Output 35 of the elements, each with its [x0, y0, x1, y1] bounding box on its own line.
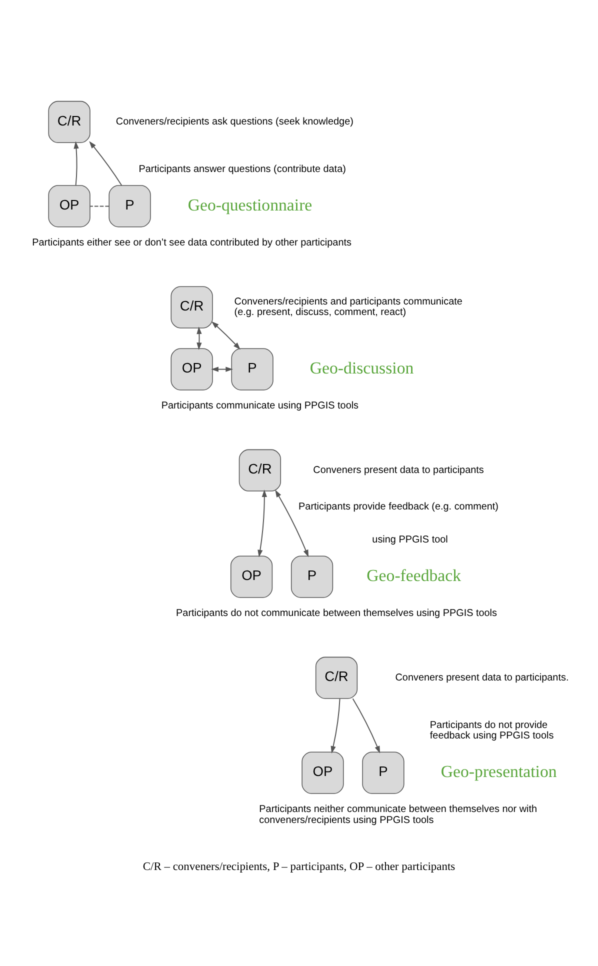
node-box: P — [362, 752, 404, 794]
arrow — [275, 490, 309, 558]
node-box: P — [290, 556, 334, 598]
arrow — [196, 326, 202, 350]
node-box: OP — [302, 752, 344, 794]
node-box: P — [108, 185, 151, 228]
arrow — [89, 141, 122, 186]
arrow — [211, 321, 240, 350]
node-box: P — [231, 348, 274, 390]
arrow — [258, 490, 267, 558]
node-box: C/R — [170, 286, 213, 328]
caption: C/R – conveners/recipients, P – participants, OP – other participants — [142, 861, 456, 874]
node-box: C/R — [315, 656, 358, 699]
label: Conveners present data to participants. — [395, 672, 569, 684]
arrow — [352, 698, 380, 754]
node-box: C/R — [238, 449, 281, 492]
arrow — [211, 366, 234, 372]
label: Participants communicate using PPGIS tools — [161, 400, 359, 412]
label: using PPGIS tool — [372, 534, 448, 546]
connector — [90, 206, 110, 207]
node-box: OP — [170, 348, 213, 390]
node-box: OP — [230, 556, 273, 598]
label: Conveners/recipients and participants communicate (e.g. present, discuss, comment, react) — [234, 296, 462, 318]
label: Geo-feedback — [366, 566, 462, 586]
node-box: C/R — [48, 100, 90, 144]
label: Participants either see or don’t see data contributed by other participants — [32, 238, 352, 249]
arrow — [330, 698, 340, 754]
label: Participants neither communicate between themselves nor with conveners/recipients using PPGIS tools — [259, 804, 538, 826]
label: Participants do not communicate between themselves using PPGIS tools — [176, 608, 497, 620]
node-box: OP — [48, 185, 90, 228]
label: Geo-presentation — [440, 762, 557, 782]
label: Geo-discussion — [310, 358, 414, 378]
label: Geo-questionnaire — [188, 196, 312, 214]
arrow — [74, 141, 79, 186]
label: Participants provide feedback (e.g. comment) — [298, 502, 499, 513]
